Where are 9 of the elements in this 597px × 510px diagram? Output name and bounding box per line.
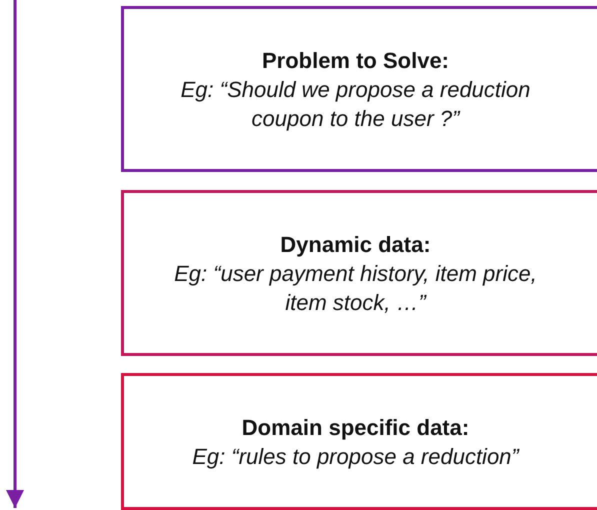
process-box [121,190,597,356]
box-heading: Dynamic data: [280,230,431,258]
process-box [121,373,597,510]
example-text: Eg: “Should we propose a reduction coupon to the user ?” [180,76,532,132]
example-text: Eg: “user payment history, item price, item stock, …” [173,260,538,316]
process-box [121,6,597,172]
box-heading: Domain specific data: [242,414,470,442]
box-heading: Problem to Solve: [262,46,450,74]
example-text: Eg: “rules to propose a reduction” [192,442,519,470]
